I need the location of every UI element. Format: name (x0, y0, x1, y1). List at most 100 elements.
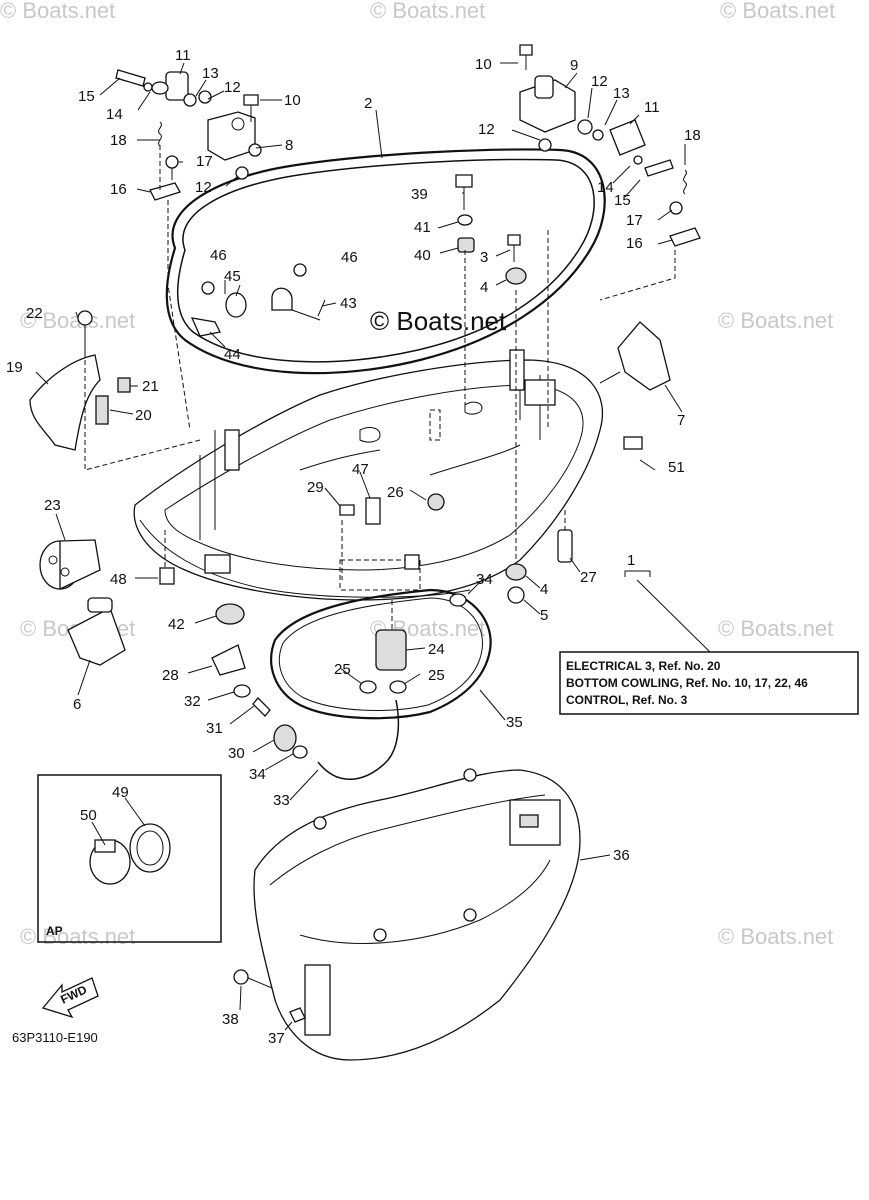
part-label: 46 (341, 249, 358, 266)
part-label: 18 (684, 127, 701, 144)
part-label: 40 (414, 247, 431, 264)
bracket-7 (617, 321, 671, 391)
part-label: 3 (480, 249, 488, 266)
part-label: 31 (206, 720, 223, 737)
part-label: 29 (307, 479, 324, 496)
collar-left (151, 81, 169, 95)
hinge-bracket-right (609, 119, 646, 156)
part-label: 16 (626, 235, 643, 252)
bolt-left-15 (115, 69, 146, 87)
part-number-labels: 1 2 3 4 4 5 6 7 8 9 10 10 11 11 12 12 12… (6, 47, 701, 1047)
top-cowling-seal (165, 148, 606, 375)
part-label: 34 (476, 571, 493, 588)
hose-sleeve (129, 823, 171, 873)
part-label: 51 (668, 459, 685, 476)
part-label: 35 (506, 714, 523, 731)
side-panel-19 (29, 354, 101, 451)
part-label: 28 (162, 667, 179, 684)
part-label: 44 (224, 346, 241, 363)
part-label: 50 (80, 807, 97, 824)
watermark-mid-left: © Boats.net (20, 308, 135, 333)
part-label: 27 (580, 569, 597, 586)
part-label: 37 (268, 1030, 285, 1047)
part-label: 1 (627, 552, 635, 569)
part-label: 21 (142, 378, 159, 395)
part-label: 6 (73, 696, 81, 713)
part-label: 4 (540, 581, 548, 598)
latch-16-right (669, 227, 701, 247)
leader-lines (35, 62, 686, 1031)
cowling-bracket-right (509, 349, 525, 391)
reference-line-control: CONTROL, Ref. No. 3 (566, 693, 688, 707)
part-label: 18 (110, 132, 127, 149)
cowling-vent (204, 554, 231, 574)
part-label: 46 (210, 247, 227, 264)
part-label: 23 (44, 497, 61, 514)
part-label: 12 (591, 73, 608, 90)
part-label: 24 (428, 641, 445, 658)
watermark-bottom-left: © Boats.net (20, 924, 135, 949)
part-label: 15 (78, 88, 95, 105)
part-label: 10 (284, 92, 301, 109)
part-label: 45 (224, 268, 241, 285)
cowling-bracket-left (224, 429, 240, 471)
reference-line-bottom-cowling: BOTTOM COWLING, Ref. No. 10, 17, 22, 46 (566, 676, 808, 690)
part-label: 8 (285, 137, 293, 154)
bottom-cowling (133, 349, 604, 601)
part-label: 5 (540, 607, 548, 624)
part-label: 7 (677, 412, 685, 429)
watermark-top-left: © Boats.net (0, 0, 115, 23)
fwd-arrow-icon (41, 977, 99, 1019)
reference-box: ELECTRICAL 3, Ref. No. 20 BOTTOM COWLING… (559, 570, 859, 715)
part-label: 13 (202, 65, 219, 82)
bracket-8 (207, 111, 256, 161)
part-label: 2 (364, 95, 372, 112)
watermark-center: © Boats.net (370, 306, 507, 336)
part-label: 14 (597, 179, 614, 196)
small-parts (29, 44, 701, 1023)
part-label: 48 (110, 571, 127, 588)
part-label: 33 (273, 792, 290, 809)
part-label: 47 (352, 461, 369, 478)
part-label: 42 (168, 616, 185, 633)
part-label: 12 (195, 179, 212, 196)
lower-cover (253, 768, 581, 1061)
fwd-arrow: FWD (41, 977, 99, 1019)
part-label: 25 (334, 661, 351, 678)
latch-16-left (149, 182, 181, 201)
part-label: 32 (184, 693, 201, 710)
part-label: 38 (222, 1011, 239, 1028)
part-label: 10 (475, 56, 492, 73)
watermark-top-center: © Boats.net (370, 0, 485, 23)
watermark-mid-right: © Boats.net (718, 308, 833, 333)
part-label: 49 (112, 784, 129, 801)
part-label: 26 (387, 484, 404, 501)
bolt-right-15 (644, 159, 674, 177)
diagram-code: 63P3110-E190 (12, 1030, 98, 1045)
part-label: 19 (6, 359, 23, 376)
part-label: 20 (135, 407, 152, 424)
part-label: 11 (175, 47, 191, 64)
watermark-lower-right: © Boats.net (718, 616, 833, 641)
part-label: 15 (614, 192, 631, 209)
part-label: 11 (644, 99, 660, 116)
inset-label: AP (46, 924, 63, 938)
part-label: 25 (428, 667, 445, 684)
part-label: 41 (414, 219, 431, 236)
part-label: 12 (224, 79, 241, 96)
part-label: 13 (613, 85, 630, 102)
part-label: 17 (626, 212, 643, 229)
part-label: 14 (106, 106, 123, 123)
reference-line-electrical: ELECTRICAL 3, Ref. No. 20 (566, 659, 721, 673)
cowling-mount-right (524, 379, 556, 406)
part-label: 16 (110, 181, 127, 198)
watermark-top-right: © Boats.net (720, 0, 835, 23)
part-label: 9 (570, 57, 578, 74)
part-label: 36 (613, 847, 630, 864)
part-label: 39 (411, 186, 428, 203)
gasket (270, 588, 492, 720)
part-label: 12 (478, 121, 495, 138)
part-label: 30 (228, 745, 245, 762)
part-label: 17 (196, 153, 213, 170)
